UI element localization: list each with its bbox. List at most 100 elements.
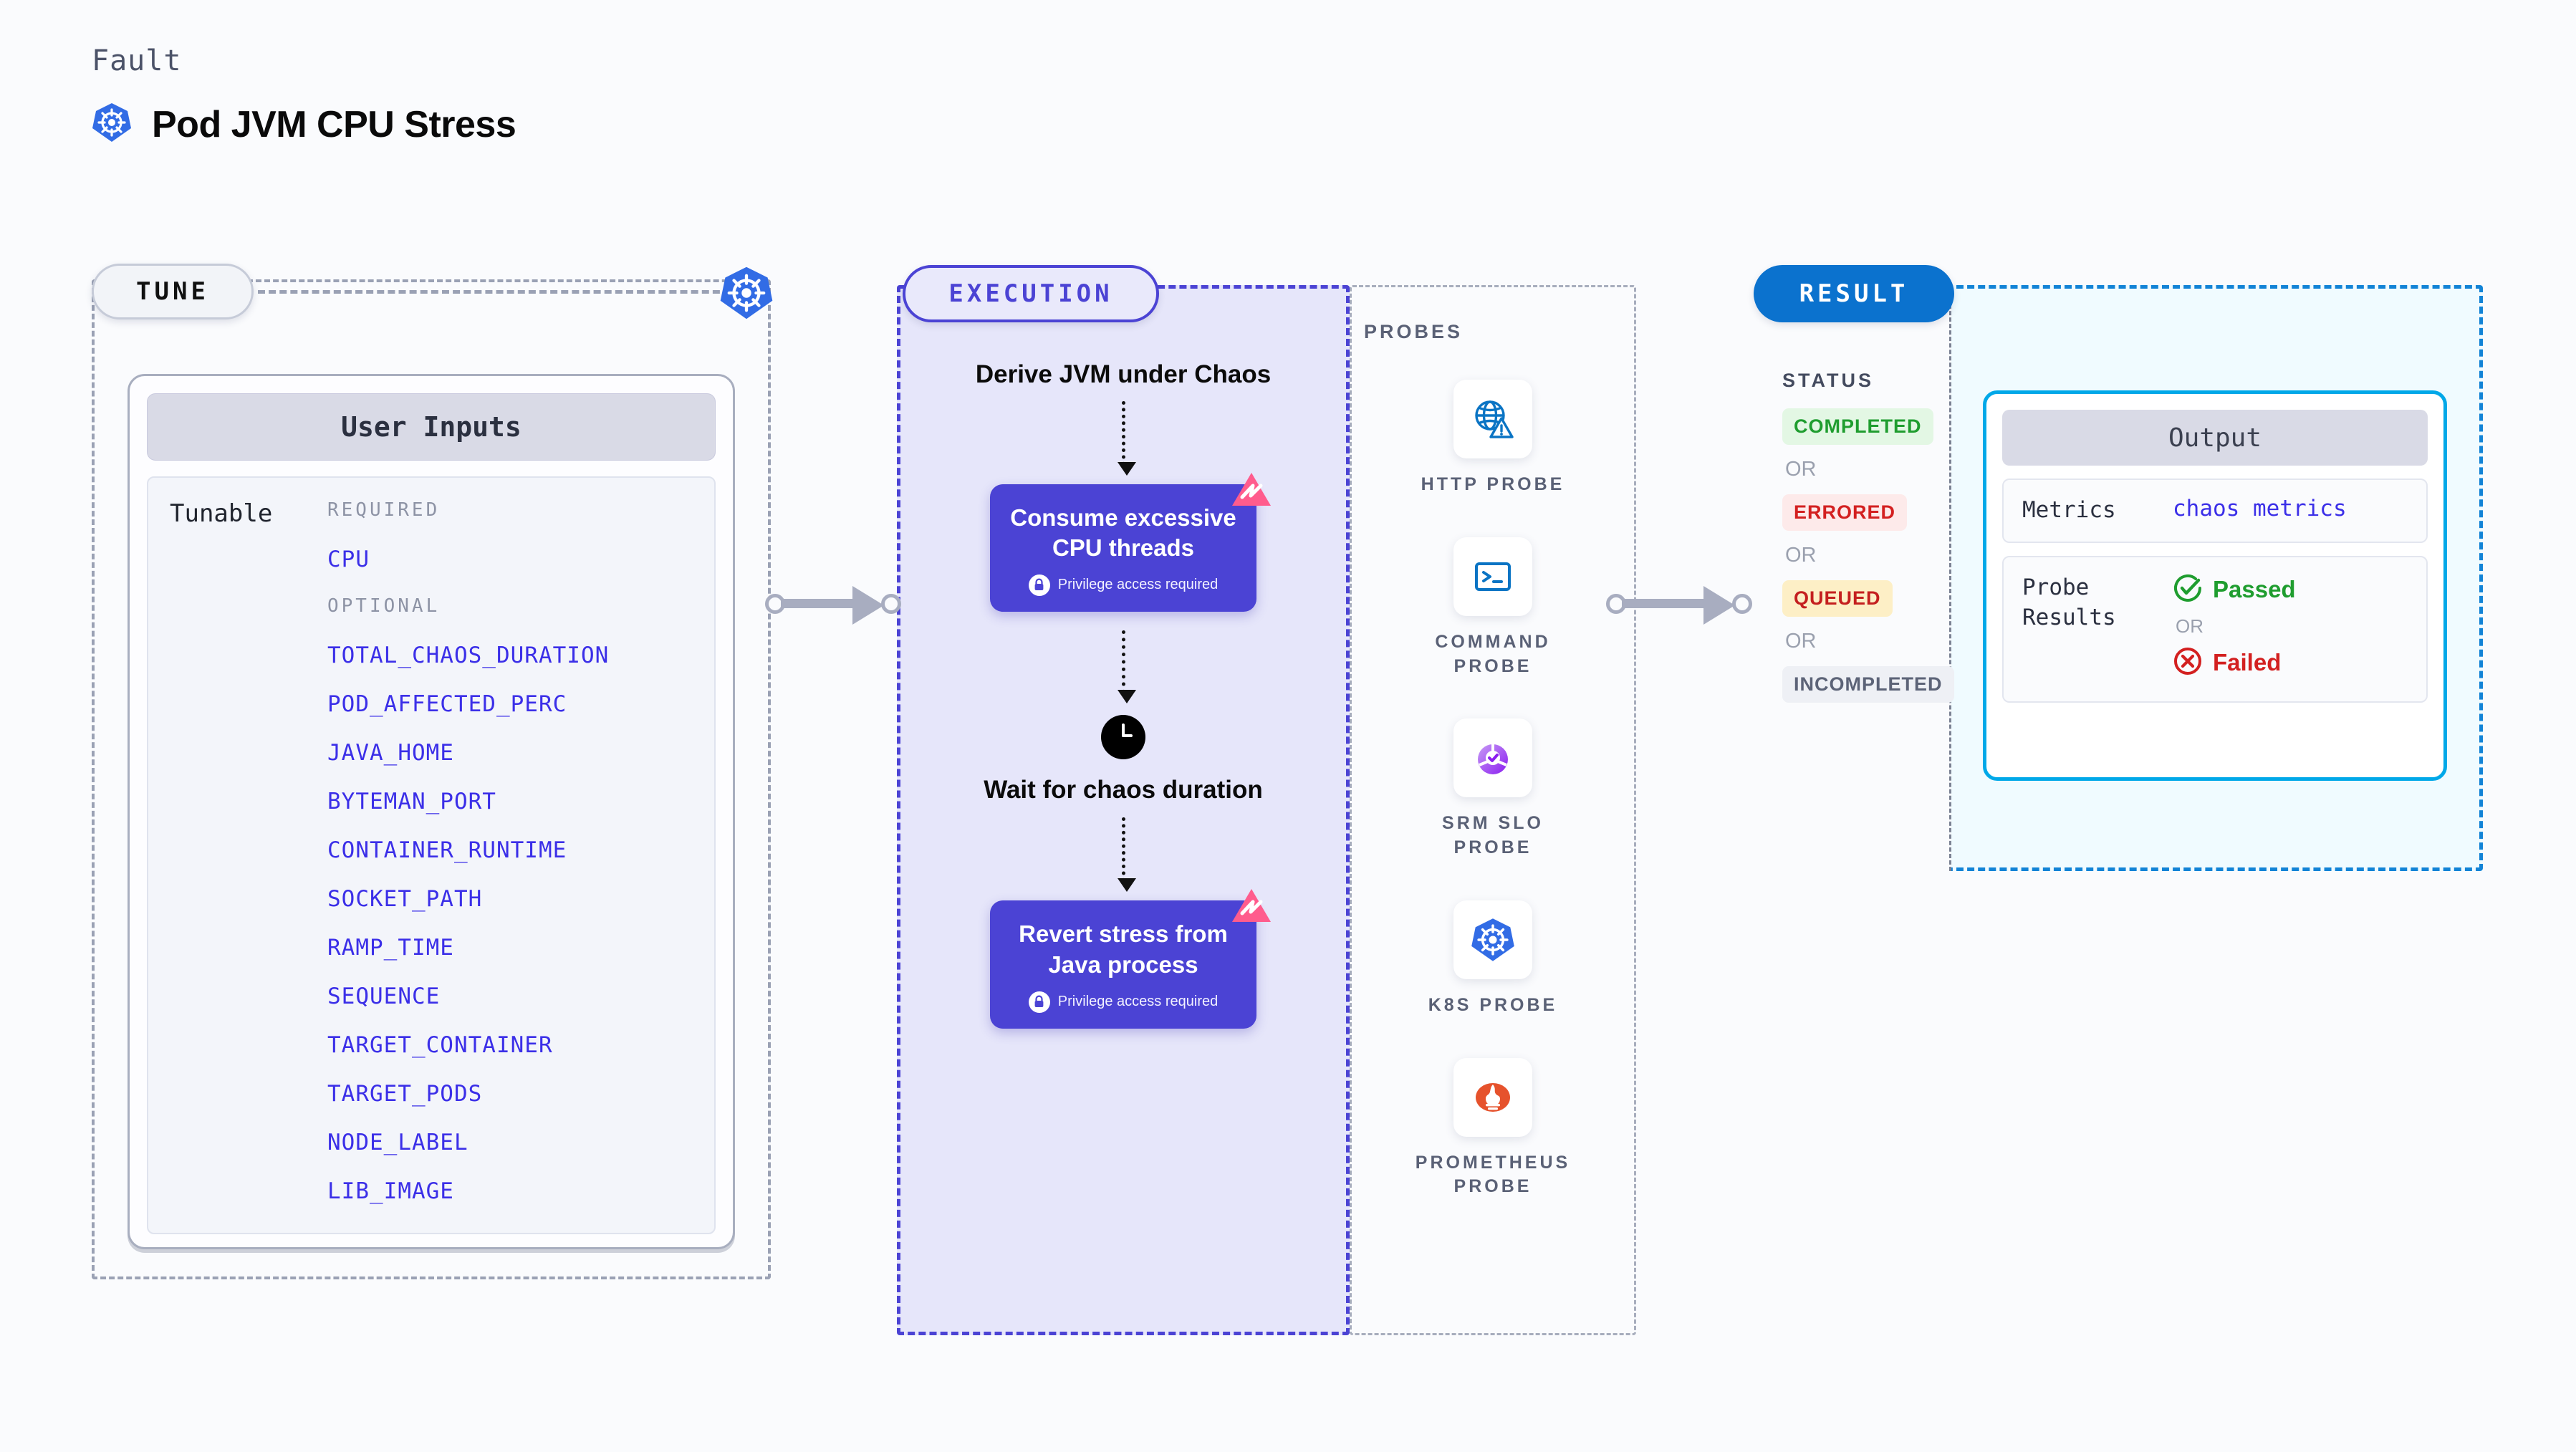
probe-result-or: OR — [2176, 615, 2203, 637]
privilege-note: Privilege access required — [1003, 574, 1244, 596]
litmus-chaos-icon — [1229, 468, 1274, 513]
tunable-label: Tunable — [170, 499, 273, 528]
flow-arrow-2 — [1117, 630, 1136, 703]
probe-item-srm-slo[interactable]: SRM SLO PROBE — [1410, 718, 1575, 860]
execution-step-derive-jvm: Derive JVM under Chaos — [975, 360, 1272, 388]
param-java-home[interactable]: JAVA_HOME — [327, 740, 454, 766]
kubernetes-icon — [92, 102, 132, 147]
probe-results-key: Probe Results — [2022, 574, 2116, 630]
status-badge-errored: ERRORED — [1782, 494, 1908, 531]
connector-end-dot — [1732, 594, 1752, 614]
status-section-label: STATUS — [1782, 370, 1874, 391]
execution-pill-label: EXECUTION — [948, 279, 1113, 308]
page-header: Fault Pod JVM CPU Stress — [92, 44, 516, 147]
probe-item-k8s[interactable]: K8S PROBE — [1428, 900, 1557, 1018]
user-inputs-title: User Inputs — [147, 393, 716, 461]
param-total-chaos-duration[interactable]: TOTAL_CHAOS_DURATION — [327, 643, 610, 668]
execution-card-consume-cpu[interactable]: Consume excessive CPU threads Privilege … — [990, 472, 1271, 612]
litmus-chaos-icon — [1229, 885, 1274, 929]
probes-list: HTTP PROBE COMMAND PROBE — [1350, 380, 1636, 1199]
param-ramp-time[interactable]: RAMP_TIME — [327, 935, 454, 961]
privilege-note: Privilege access required — [1003, 991, 1244, 1013]
probe-item-http[interactable]: HTTP PROBE — [1421, 380, 1565, 497]
status-or-2: OR — [1785, 544, 1817, 567]
lock-icon — [1028, 574, 1050, 596]
param-lib-image[interactable]: LIB_IMAGE — [327, 1178, 454, 1204]
probe-label: HTTP PROBE — [1421, 474, 1565, 494]
param-target-container[interactable]: TARGET_CONTAINER — [327, 1032, 553, 1058]
output-row-probe-results: Probe Results Passed OR — [2002, 555, 2428, 703]
tune-pill[interactable]: TUNE — [92, 264, 254, 319]
globe-warning-icon — [1453, 380, 1532, 458]
param-container-runtime[interactable]: CONTAINER_RUNTIME — [327, 837, 567, 863]
execution-step-wait: Wait for chaos duration — [897, 714, 1350, 807]
param-byteman-port[interactable]: BYTEMAN_PORT — [327, 789, 496, 814]
result-status-column — [1751, 285, 1951, 871]
connector-tune-to-execution — [765, 582, 908, 626]
lock-icon — [1028, 991, 1050, 1013]
flow-arrow-3 — [1117, 817, 1136, 893]
flow-arrow-1 — [1117, 400, 1136, 476]
execution-step-wait-label: Wait for chaos duration — [984, 775, 1263, 804]
result-pill-label: RESULT — [1799, 279, 1909, 308]
probe-label: SRM SLO PROBE — [1442, 813, 1544, 857]
execution-steps: Derive JVM under Chaos Consume excessive… — [897, 358, 1350, 1029]
kubernetes-icon — [1453, 900, 1532, 979]
result-pill[interactable]: RESULT — [1754, 265, 1954, 322]
execution-pill[interactable]: EXECUTION — [903, 265, 1159, 322]
status-list: COMPLETED OR ERRORED OR QUEUED OR INCOMP… — [1782, 408, 1961, 703]
probe-result-passed: Passed — [2173, 573, 2296, 607]
execution-card-title: Consume excessive CPU threads — [1010, 504, 1236, 561]
probe-label: COMMAND PROBE — [1435, 631, 1551, 676]
terminal-icon — [1453, 537, 1532, 616]
check-circle-icon — [2173, 573, 2203, 607]
param-node-label[interactable]: NODE_LABEL — [327, 1130, 468, 1155]
page-title: Pod JVM CPU Stress — [152, 103, 516, 145]
title-row: Pod JVM CPU Stress — [92, 102, 516, 147]
connector-end-dot — [881, 594, 901, 614]
connector-arrowhead — [1703, 586, 1735, 625]
param-socket-path[interactable]: SOCKET_PATH — [327, 886, 483, 912]
tunable-param-lists: REQUIRED CPU OPTIONAL TOTAL_CHAOS_DURATI… — [327, 499, 714, 1233]
probe-label: K8S PROBE — [1428, 994, 1558, 1015]
tune-panel — [92, 279, 771, 1279]
probe-label: PROMETHEUS PROBE — [1415, 1152, 1571, 1197]
failed-label: Failed — [2213, 649, 2282, 676]
param-target-pods[interactable]: TARGET_PODS — [327, 1081, 483, 1107]
output-row-metrics: Metrics chaos metrics — [2002, 479, 2428, 543]
status-badge-completed: COMPLETED — [1782, 408, 1933, 445]
param-sequence[interactable]: SEQUENCE — [327, 984, 441, 1009]
passed-label: Passed — [2213, 576, 2296, 603]
x-circle-icon — [2173, 646, 2203, 680]
user-inputs-card: User Inputs Tunable REQUIRED CPU OPTIONA… — [128, 374, 735, 1249]
privilege-note-text: Privilege access required — [1057, 994, 1219, 1010]
output-card: Output Metrics chaos metrics Probe Resul… — [1983, 390, 2447, 781]
execution-card-revert-stress[interactable]: Revert stress from Java process Privileg… — [990, 889, 1271, 1029]
probe-result-failed: Failed — [2173, 646, 2296, 680]
kubernetes-icon — [719, 265, 774, 319]
connector-arrowhead — [852, 586, 884, 625]
probe-results-values: Passed OR Failed — [2173, 573, 2296, 680]
tune-pill-label: TUNE — [136, 277, 209, 306]
connector-line — [781, 599, 864, 608]
param-cpu[interactable]: CPU — [327, 547, 370, 572]
probe-item-prometheus[interactable]: PROMETHEUS PROBE — [1410, 1057, 1575, 1200]
status-or-1: OR — [1785, 458, 1817, 481]
fault-kicker: Fault — [92, 44, 182, 77]
status-badge-incompleted: INCOMPLETED — [1782, 666, 1954, 703]
param-pod-affected-perc[interactable]: POD_AFFECTED_PERC — [327, 691, 567, 717]
metrics-value-link[interactable]: chaos metrics — [2173, 496, 2347, 521]
optional-group-heading: OPTIONAL — [327, 595, 441, 617]
probe-item-command[interactable]: COMMAND PROBE — [1410, 537, 1575, 679]
tunable-section: Tunable REQUIRED CPU OPTIONAL TOTAL_CHAO… — [147, 476, 716, 1234]
probes-section-label: PROBES — [1364, 321, 1464, 342]
probes-panel — [1350, 285, 1636, 1335]
connector-execution-to-result — [1606, 582, 1764, 626]
metrics-key: Metrics — [2022, 497, 2116, 523]
clock-icon — [1101, 714, 1145, 759]
required-group-heading: REQUIRED — [327, 499, 441, 521]
privilege-note-text: Privilege access required — [1057, 577, 1219, 593]
srm-slo-icon — [1453, 718, 1532, 798]
output-title: Output — [2002, 410, 2428, 466]
prometheus-icon — [1453, 1057, 1532, 1137]
